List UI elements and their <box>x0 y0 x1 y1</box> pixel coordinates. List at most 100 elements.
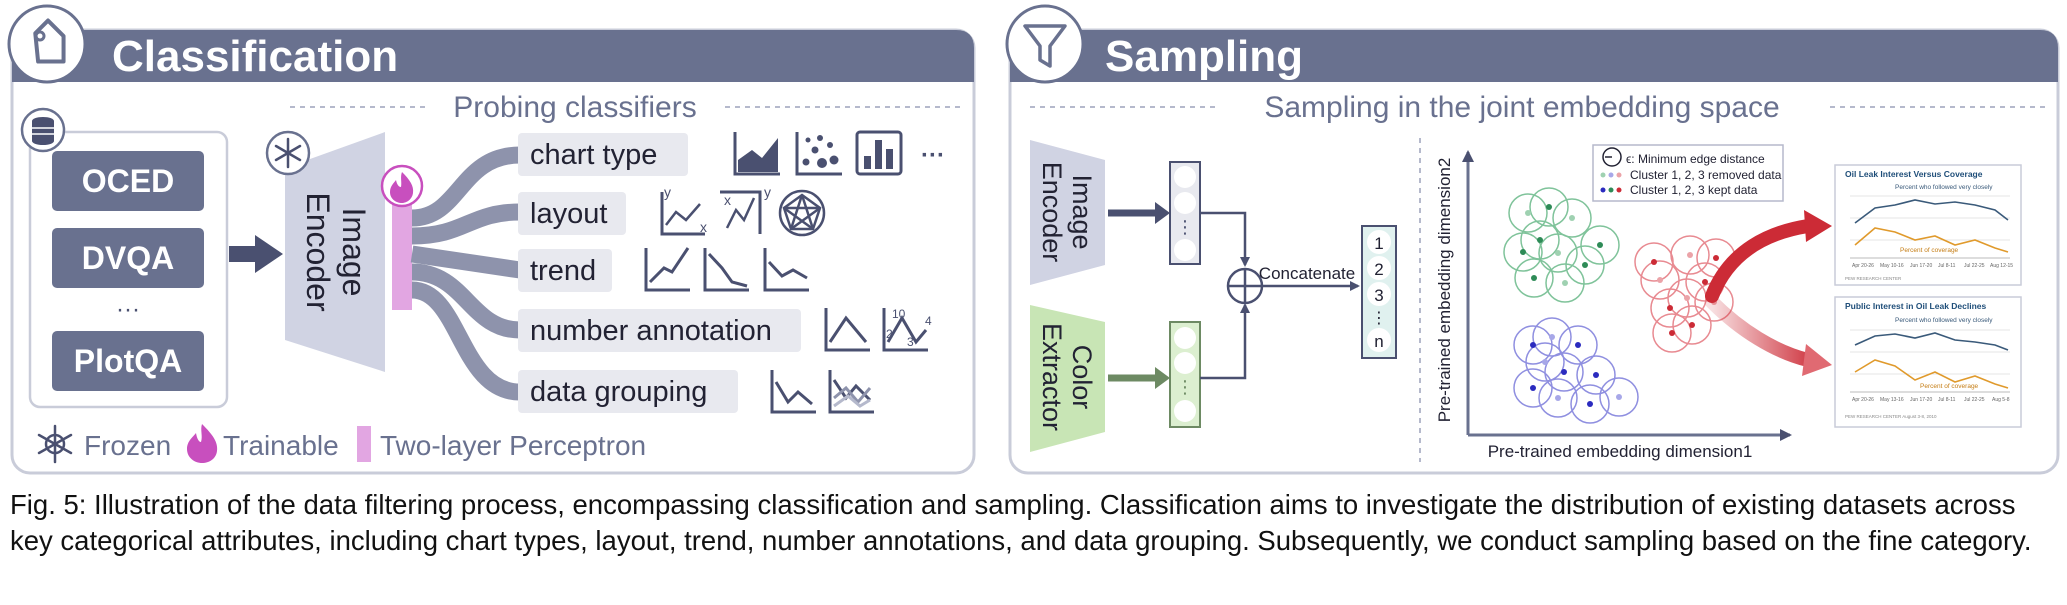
vector-cell-3: 3 <box>1374 286 1383 305</box>
color-extractor-label-2: Extractor <box>1037 323 1067 431</box>
num-label-10: 10 <box>892 307 906 321</box>
thumb-1-footer: PEW RESEARCH CENTER <box>1845 276 1902 281</box>
sampling-encoder-label-2: Encoder <box>1037 162 1067 263</box>
with-number-icon <box>882 308 928 352</box>
attr-layout <box>518 192 626 235</box>
color-feature-vector: ⋮ <box>1169 321 1201 428</box>
vector-cell-dots: ⋮ <box>1371 310 1387 327</box>
area-chart-icon <box>733 132 780 176</box>
attr-trend <box>518 249 612 292</box>
thumb-2-line1: Percent who followed very closely <box>1895 317 1993 324</box>
single-series-icon <box>770 370 816 414</box>
dataset-ellipsis: ··· <box>116 296 140 323</box>
classification-title: Classification <box>112 32 398 81</box>
sampling-subtitle: Sampling in the joint embedding space <box>1264 91 1779 124</box>
tag-icon <box>7 4 87 84</box>
classifier-connectors <box>410 146 522 401</box>
funnel-icon <box>1005 4 1085 84</box>
dataset-plotqa <box>52 331 204 391</box>
rotated-axis-icon <box>720 190 762 234</box>
thumb-1-line2: Percent of coverage <box>1900 247 1959 254</box>
blue-cluster <box>1513 317 1639 424</box>
sampling-title: Sampling <box>1105 32 1303 81</box>
num-label-3: 3 <box>907 335 914 349</box>
chart-thumbnail-2 <box>1834 296 2022 428</box>
layout-axis-y: y <box>664 184 671 200</box>
legend-snowflake-icon <box>37 424 73 464</box>
thumb-1-xtick-5: Jul 22-25 <box>1964 263 1985 269</box>
legend-flame-icon <box>187 424 218 463</box>
dataset-arrow <box>229 235 283 273</box>
green-points <box>1520 204 1603 286</box>
vector-cell-n: n <box>1374 332 1383 351</box>
thumb-1-xtick-2: May 10-16 <box>1880 263 1904 269</box>
layout-axis-x: x <box>700 219 707 235</box>
arrow-to-thumb-2 <box>1705 295 1815 367</box>
chart-thumbnail-1 <box>1834 164 2022 286</box>
thumb-1-xtick-6: Aug 12-15 <box>1990 263 2013 269</box>
thumb-2-xtick-4: Jul 8-11 <box>1938 397 1956 403</box>
attr-layout-label: layout <box>530 198 607 230</box>
cluster-legend <box>1592 144 1784 202</box>
thumb-2-xtick-3: Jun 17-20 <box>1910 397 1932 403</box>
concatenate-icon <box>1226 267 1264 305</box>
single-axis-icon <box>660 192 705 236</box>
svg-text:⋮: ⋮ <box>1176 217 1194 237</box>
multi-series-icon <box>828 370 874 414</box>
thumb-2-xtick-6: Aug 5-8 <box>1992 397 2010 403</box>
chart-type-more: ··· <box>921 142 945 169</box>
thumb-2-title: Public Interest in Oil Leak Declines <box>1845 301 1987 311</box>
legend-frozen: Frozen <box>84 430 171 461</box>
attr-chart-type-label: chart type <box>530 139 657 171</box>
dataset-dvqa-label: DVQA <box>82 240 174 276</box>
legend-kept: Cluster 1, 2, 3 kept data <box>1630 183 1758 197</box>
num-label-2: 2 <box>886 327 893 341</box>
sampling-panel: Sampling Sampling in the joint embedding… <box>1005 4 2060 475</box>
dataset-dvqa <box>52 228 204 288</box>
bar-chart-icon <box>855 130 903 176</box>
concatenate-label: Concatenate <box>1259 264 1355 283</box>
thumb-1-line1: Percent who followed very closely <box>1895 184 1993 191</box>
layout-axis-y-2: y <box>764 184 771 200</box>
radar-icon <box>778 189 826 237</box>
encoder-label-1: Image <box>336 208 372 297</box>
blue-points <box>1530 334 1622 407</box>
thumb-2-line2: Percent of coverage <box>1920 383 1979 390</box>
thumb-2-footer: PEW RESEARCH CENTER August 3-8, 2010 <box>1845 414 1937 419</box>
image-feature-vector: ⋮ <box>1169 161 1201 265</box>
thumb-1-xtick-4: Jul 8-11 <box>1938 263 1956 269</box>
vector-cell-1: 1 <box>1374 234 1383 253</box>
color-extractor-label-1: Color <box>1067 345 1097 410</box>
perceptron-bar <box>392 198 412 310</box>
encoder-label-2: Encoder <box>300 192 336 312</box>
legend-trainable: Trainable <box>223 430 339 461</box>
trend-down-icon <box>703 248 749 292</box>
thumb-1-xtick-1: Apr 20-26 <box>1852 263 1874 269</box>
no-number-icon <box>824 308 870 352</box>
attr-number-annotation-label: number annotation <box>530 315 772 347</box>
layout-axis-x-2: x <box>724 192 731 208</box>
image-encoder <box>285 132 385 372</box>
sampling-encoder-label-1: Image <box>1067 174 1097 249</box>
snowflake-icon <box>265 130 311 176</box>
trend-up-icon <box>644 247 690 292</box>
legend-mlp: Two-layer Perceptron <box>380 430 646 461</box>
attr-chart-type <box>518 133 688 176</box>
sampling-image-encoder <box>1030 140 1105 285</box>
num-label-4: 4 <box>925 314 932 328</box>
trend-fluctuate-icon <box>763 248 809 292</box>
classification-panel: Classification Probing classifiers OCED … <box>7 4 976 475</box>
vector-cell-2: 2 <box>1374 260 1383 279</box>
legend-perceptron-swatch <box>357 426 371 462</box>
red-points <box>1651 252 1719 336</box>
embedding-y-label: Pre-trained embedding dimension2 <box>1435 158 1454 423</box>
dataset-plotqa-label: PlotQA <box>74 343 182 379</box>
figure: Classification Probing classifiers OCED … <box>7 4 2060 475</box>
attr-data-grouping <box>518 370 738 413</box>
embedding-x-label: Pre-trained embedding dimension1 <box>1488 442 1753 461</box>
thumb-2-xtick-2: May 13-16 <box>1880 397 1904 403</box>
legend-epsilon: ϵ: Minimum edge distance <box>1626 152 1765 166</box>
svg-text:⋮: ⋮ <box>1176 377 1194 397</box>
attr-trend-label: trend <box>530 255 596 287</box>
probing-title: Probing classifiers <box>453 91 696 124</box>
